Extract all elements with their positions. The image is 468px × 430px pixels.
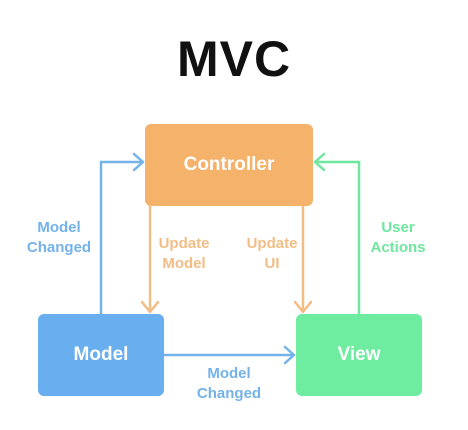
label-user-actions: User Actions	[360, 218, 436, 258]
label-line: UI	[264, 255, 280, 272]
label-update-model: Update Model	[149, 234, 219, 274]
arrow-model-to-view	[164, 345, 296, 365]
view-box: View	[296, 314, 422, 396]
diagram-title: MVC	[176, 31, 292, 87]
arrow-controller-to-model	[140, 206, 160, 314]
model-box: Model	[38, 314, 164, 396]
controller-label: Controller	[183, 154, 275, 175]
label-model-changed-left: Model Changed	[18, 218, 100, 258]
label-line: Changed	[196, 385, 262, 402]
label-model-changed-bottom: Model Changed	[186, 364, 272, 404]
label-line: Update	[158, 235, 210, 252]
label-line: User	[381, 219, 415, 236]
arrow-controller-to-view	[293, 206, 313, 314]
model-label: Model	[73, 344, 129, 365]
label-line: Update	[246, 235, 298, 252]
label-line: Model	[37, 219, 81, 236]
label-update-ui: Update UI	[236, 234, 308, 274]
arrow-view-to-controller	[313, 152, 361, 314]
label-line: Changed	[26, 239, 92, 256]
label-line: Model	[207, 365, 251, 382]
controller-box: Controller	[145, 124, 313, 206]
label-line: Actions	[370, 239, 426, 256]
label-line: Model	[162, 255, 206, 272]
view-label: View	[337, 344, 381, 365]
arrow-model-to-controller	[99, 152, 145, 314]
